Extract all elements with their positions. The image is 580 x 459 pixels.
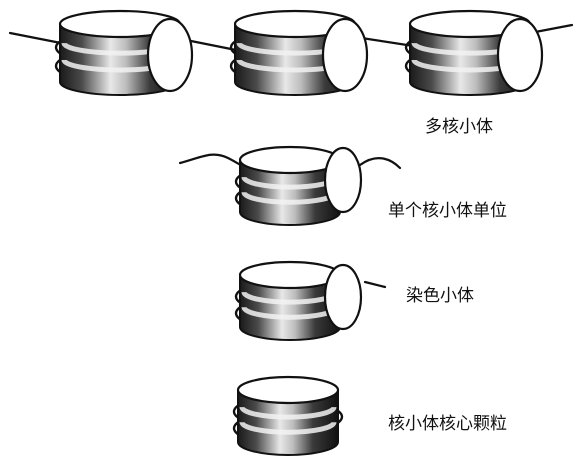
label-core-particle: 核小体核心颗粒 xyxy=(388,414,507,434)
nucleosome-poly-3-left-loop-lower xyxy=(404,59,411,73)
nucleosome-core-particle-dna-wrap-2 xyxy=(239,421,337,435)
histone-h1-single xyxy=(323,146,363,214)
label-chromatosome: 染色小体 xyxy=(406,286,474,306)
nucleosome-single-histone-core xyxy=(239,159,341,226)
nucleosome-single-left-loop-upper xyxy=(234,174,241,189)
histone-h1-chromatosome xyxy=(323,263,363,331)
histone-h1-poly-2 xyxy=(321,17,369,93)
nucleosome-core-particle-right-loop xyxy=(337,409,344,424)
nucleosome-poly-3-left-loop-upper xyxy=(404,40,411,55)
nucleosome-core-particle-top-face xyxy=(236,375,340,405)
nucleosome-core-particle-left-loop-lower xyxy=(232,421,239,436)
nucleosome-poly-2-left-loop-upper xyxy=(229,40,236,55)
nucleosome-chromatosome-left-loop-lower xyxy=(234,306,241,321)
label-single-nucleosome-unit: 单个核小体单位 xyxy=(388,201,507,221)
nucleosome-core-particle-dna-wrap-1 xyxy=(239,406,337,420)
histone-h1-poly-3 xyxy=(496,17,544,93)
linker-dna-wavy-left xyxy=(178,153,248,170)
nucleosome-core-particle-histone-core xyxy=(237,389,339,456)
nucleosome-chromatosome-top-face xyxy=(238,260,342,290)
linker-dna-left xyxy=(8,31,68,46)
nucleosome-core-particle-left-loop-upper xyxy=(232,404,239,419)
linker-dna-wavy-right xyxy=(358,157,402,170)
nucleosome-single-left-loop-lower xyxy=(234,191,241,206)
nucleosome-poly-2-left-loop-lower xyxy=(229,59,236,73)
nucleosome-poly-1-left-loop-upper xyxy=(54,40,61,55)
nucleosome-chromatosome-left-loop-upper xyxy=(234,289,241,304)
nucleosome-chromatosome-histone-core xyxy=(239,274,341,341)
linker-dna-tail xyxy=(363,280,387,289)
nucleosome-poly-1-left-loop-lower xyxy=(54,59,61,73)
histone-h1-poly-1 xyxy=(146,17,194,93)
label-polynucleosome: 多核小体 xyxy=(425,117,493,137)
